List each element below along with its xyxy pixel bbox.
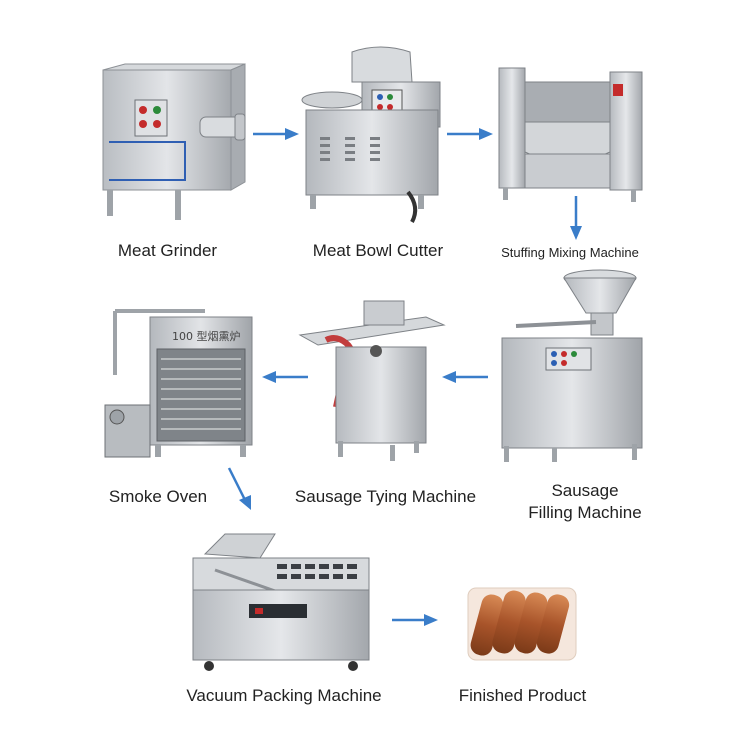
sausage-tying-machine-label: Sausage Tying Machine: [294, 487, 477, 506]
vacuum-packing-machine-label: Vacuum Packing Machine: [186, 686, 382, 705]
meat-bowl-cutter-label: Meat Bowl Cutter: [312, 241, 444, 260]
arrow-left-2: [442, 370, 488, 384]
smoke-oven-image: 100 型烟熏炉: [95, 305, 260, 463]
arrow-down: [569, 196, 583, 240]
arrow-right-1: [253, 127, 299, 141]
smoke-oven-label: Smoke Oven: [108, 487, 208, 506]
arrow-right-3: [392, 613, 438, 627]
finished-product-label: Finished Product: [458, 686, 587, 705]
meat-grinder-image: [95, 62, 255, 222]
stuffing-mixing-machine-image: [495, 62, 650, 204]
meat-bowl-cutter-image: [300, 42, 445, 227]
sausage-tying-machine-image: [296, 295, 446, 465]
sausage-filling-machine-label-line1: Sausage: [551, 481, 619, 500]
sausage-filling-machine-image: [496, 268, 648, 468]
smoke-oven-panel-text: 100 型烟熏炉: [172, 329, 241, 343]
stuffing-mixing-machine-label: Stuffing Mixing Machine: [501, 245, 639, 260]
finished-product-image: [462, 580, 582, 670]
sausage-filling-machine-label-line2: Filling Machine: [528, 503, 642, 522]
vacuum-packing-machine-image: [185, 528, 375, 673]
meat-grinder-label: Meat Grinder: [117, 241, 218, 260]
arrow-right-2: [447, 127, 493, 141]
arrow-diagonal: [225, 466, 257, 512]
arrow-left-1: [262, 370, 308, 384]
